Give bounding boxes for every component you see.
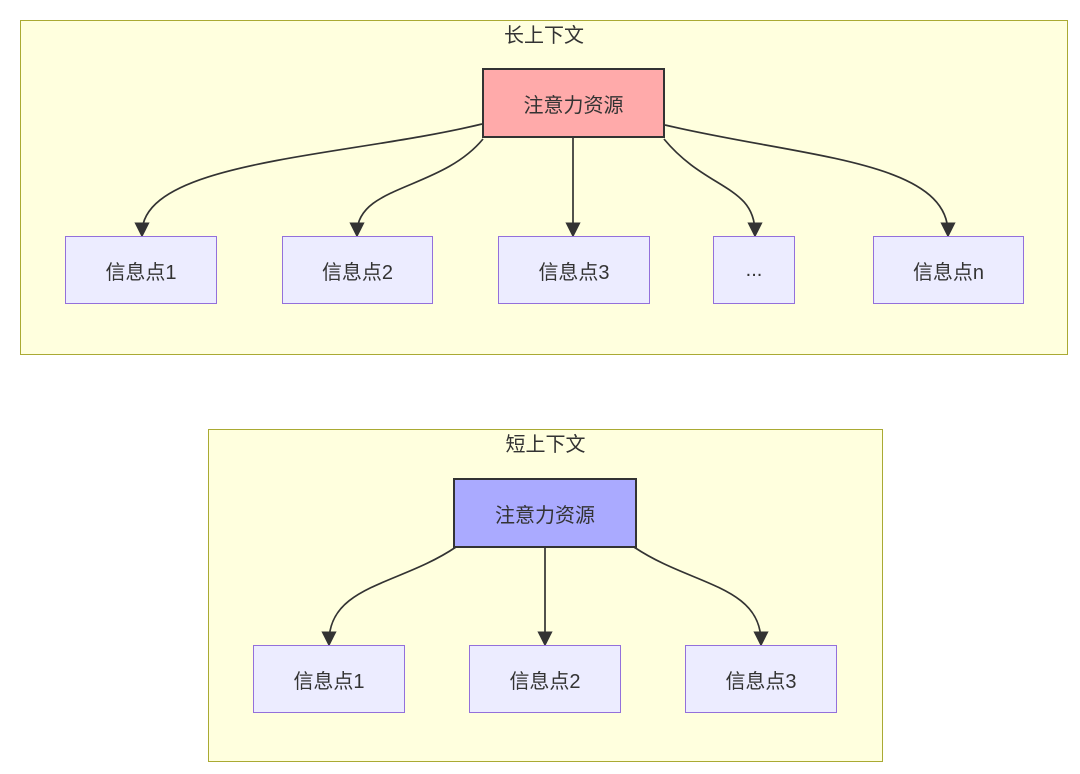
info-node-short-3: 信息点3 [685,645,837,713]
info-node-short-1: 信息点1 [253,645,405,713]
info-node-long-ellipsis: ... [713,236,795,304]
long-context-title: 长上下文 [504,25,584,47]
attention-node-short: 注意力资源 [453,478,637,548]
info-node-short-2: 信息点2 [469,645,621,713]
info-node-long-1: 信息点1 [65,236,217,304]
short-context-title: 短上下文 [505,434,586,456]
info-node-long-3: 信息点3 [498,236,650,304]
info-node-long-n: 信息点n [873,236,1024,304]
attention-node-long: 注意力资源 [482,68,665,138]
info-node-long-2: 信息点2 [282,236,433,304]
